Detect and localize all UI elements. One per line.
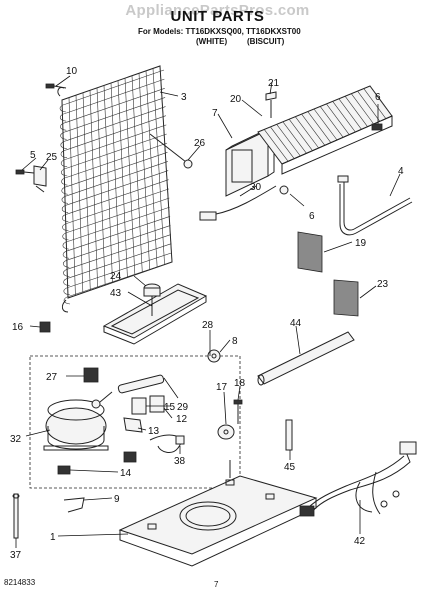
insulation-23 — [333, 279, 359, 317]
model-list: For Models: TT16DKXSQ00, TT16DKXST00 — [138, 27, 301, 36]
callout-42: 42 — [354, 536, 366, 547]
callout-21: 21 — [268, 78, 280, 89]
condenser-coil — [57, 65, 173, 313]
callout-7: 7 — [212, 108, 218, 119]
base-pan-1 — [118, 460, 318, 567]
leader-lines — [15, 75, 401, 548]
drain-pan-43 — [102, 283, 208, 345]
relay-12 — [149, 395, 165, 413]
callout-24: 24 — [110, 271, 122, 282]
grommet-17 — [217, 424, 235, 440]
callout-12: 12 — [176, 414, 188, 425]
callout-38: 38 — [174, 456, 186, 467]
callout-26: 26 — [194, 138, 206, 149]
callout-5: 5 — [30, 150, 36, 161]
connector-13b — [123, 451, 137, 463]
overload-15 — [131, 397, 147, 415]
wire-harness-42 — [299, 441, 417, 517]
diagram-title: UNIT PARTS — [170, 8, 265, 25]
callout-6-lower: 6 — [309, 211, 315, 222]
document-part-number: 8214833 — [4, 578, 36, 587]
part-21 — [265, 91, 277, 118]
wire-harness-30 — [199, 185, 277, 221]
fan-motor-20 — [257, 85, 393, 175]
callout-19: 19 — [355, 238, 367, 249]
page-number: 7 — [214, 580, 219, 589]
callout-15: 15 — [164, 402, 176, 413]
callout-37: 37 — [10, 550, 22, 561]
callout-14: 14 — [120, 468, 132, 479]
callout-32: 32 — [10, 434, 22, 445]
relay-27 — [83, 367, 99, 383]
clip-16 — [39, 321, 51, 333]
cover-13 — [123, 417, 143, 433]
callout-28: 28 — [202, 320, 214, 331]
tie-37 — [12, 493, 20, 539]
insulation-19 — [297, 231, 323, 273]
callout-30: 30 — [250, 182, 262, 193]
compressor-32 — [43, 391, 113, 451]
callout-8: 8 — [232, 336, 238, 347]
grommet-8 — [207, 349, 221, 363]
callout-9: 9 — [114, 494, 120, 505]
callout-29: 29 — [177, 402, 189, 413]
callout-1: 1 — [50, 532, 56, 543]
callout-25: 25 — [46, 152, 58, 163]
grommet-14 — [57, 465, 71, 475]
callout-3: 3 — [181, 92, 187, 103]
callout-10: 10 — [66, 66, 78, 77]
part-45 — [285, 419, 293, 451]
model-color-biscuit: (BISCUIT) — [247, 37, 285, 46]
callout-4: 4 — [398, 166, 404, 177]
watermark-text: AppliancePartsPros.com — [125, 2, 310, 19]
callout-20: 20 — [230, 94, 242, 105]
callout-16: 16 — [12, 322, 24, 333]
screw-5 — [15, 169, 35, 175]
compressor-kit-boundary-28 — [29, 355, 241, 489]
callout-6-top: 6 — [375, 92, 381, 103]
heater-4 — [337, 175, 413, 236]
wire-38 — [149, 434, 185, 453]
bracket-9 — [63, 497, 85, 513]
callout-43: 43 — [110, 288, 122, 299]
drier-29 — [117, 374, 165, 394]
callout-44: 44 — [290, 318, 302, 329]
tube-44 — [257, 331, 355, 386]
callout-27: 27 — [46, 372, 58, 383]
callout-13: 13 — [148, 426, 160, 437]
callout-18: 18 — [234, 378, 246, 389]
callout-17: 17 — [216, 382, 228, 393]
model-color-white: (WHITE) — [196, 37, 228, 46]
part-26 — [149, 133, 193, 169]
screw-6-top — [371, 123, 383, 131]
screw-10 — [45, 83, 67, 89]
callout-23: 23 — [377, 279, 389, 290]
callout-labels: 10 3 21 20 7 6 5 25 26 30 6 4 19 24 43 2… — [10, 66, 404, 561]
screw-6-lower — [279, 185, 289, 195]
screw-18 — [233, 399, 243, 424]
callout-45: 45 — [284, 462, 296, 473]
bracket-25 — [33, 165, 47, 193]
